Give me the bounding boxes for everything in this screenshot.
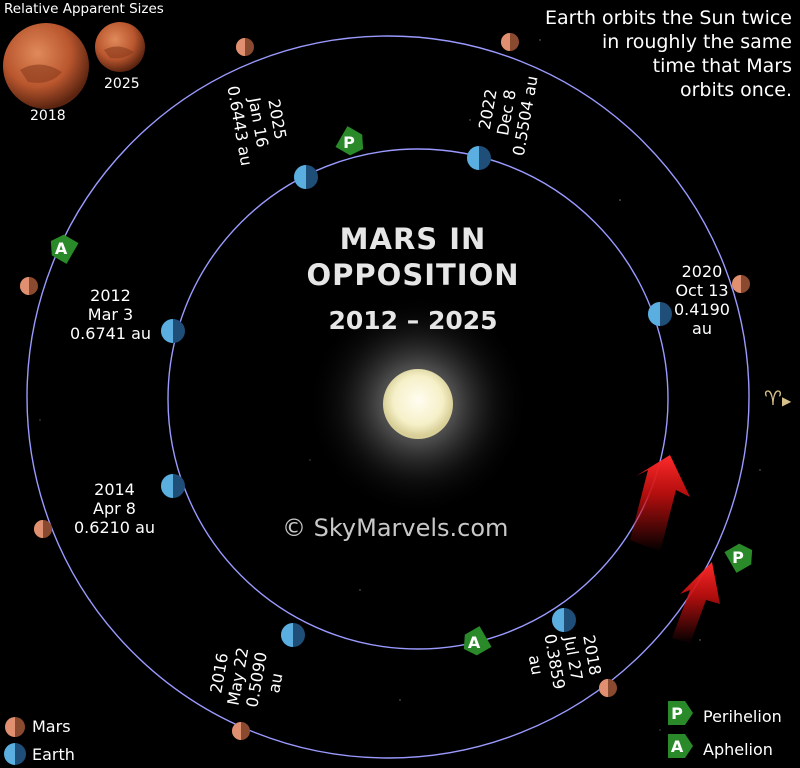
opposition-date: Apr 8 [93,499,136,518]
orbit-note-line: time that Mars [652,55,792,77]
opposition-unit: au [692,319,712,338]
aries-symbol: ♈ [764,386,782,410]
mars-position [236,38,254,56]
opposition-label-2020: 2020 Oct 13 0.4190 au [674,262,730,338]
earth-position [467,146,491,170]
legend-aphelion-icon: A [668,734,693,758]
earth-position [552,608,576,632]
sun [383,369,453,439]
earth-position [161,319,185,343]
opposition-year: 2020 [681,262,723,281]
svg-text:A: A [468,633,481,652]
aphelion-marker: A [50,234,79,264]
mars-position [501,33,519,51]
diagram-title-line1: MARS IN [339,222,487,256]
legend-perihelion-icon: P [668,701,693,725]
legend-mars-icon [5,717,25,737]
diagram-year-range: 2012 – 2025 [328,306,498,335]
opposition-distance: 0.6210 au [74,518,156,537]
mars-size-label-2025: 2025 [104,76,140,92]
diagram-title-line2: OPPOSITION [306,258,520,292]
mars-position [20,277,38,295]
legend-perihelion-label: Perihelion [703,707,782,726]
mars-position [232,722,250,740]
mars-position [599,679,617,697]
sizes-panel-title: Relative Apparent Sizes [4,1,164,17]
copyright-notice: © SkyMarvels.com [282,514,509,542]
perihelion-marker: P [335,126,364,156]
legend-aphelion-label: Aphelion [703,740,773,759]
opposition-distance: 0.4190 [674,300,730,319]
earth-position [161,474,185,498]
legend-glyphs [4,717,26,765]
legend-earth-label: Earth [32,745,75,764]
svg-text:A: A [55,239,68,258]
orbit-note-line: orbits once. [679,79,792,101]
opposition-distance: 0.6741 au [70,324,152,343]
orbit-note-line: Earth orbits the Sun twice [545,7,792,29]
orbit-note: Earth orbits the Sun twice in roughly th… [545,6,792,102]
mars-orbit [26,35,750,759]
opposition-date: Mar 3 [87,305,134,324]
earth-position [281,623,305,647]
opposition-label-2014: 2014 Apr 8 0.6210 au [74,480,155,537]
aphelion-marker: A [463,626,492,656]
svg-text:P: P [732,548,744,567]
earth-orbit [167,148,669,650]
perihelion-marker: P [724,543,753,573]
opposition-date: Oct 13 [675,281,729,300]
legend-earth-icon [4,743,26,765]
legend-mars-label: Mars [32,717,71,736]
mars-position [34,520,52,538]
aries-icon: ♈▶ [764,386,792,410]
star-field [39,39,761,731]
svg-text:P: P [671,704,683,723]
aries-direction-arrows [630,455,720,644]
mars-position [732,275,750,293]
opposition-year: 2012 [90,286,131,305]
svg-text:A: A [671,737,684,756]
earth-position [294,165,318,189]
mars-size-label-2018: 2018 [30,108,66,124]
opposition-label-2012: 2012 Mar 3 0.6741 au [70,286,151,343]
svg-text:P: P [343,133,355,152]
earth-position [648,302,672,326]
orbit-note-line: in roughly the same [601,31,792,53]
opposition-year: 2014 [94,480,135,499]
